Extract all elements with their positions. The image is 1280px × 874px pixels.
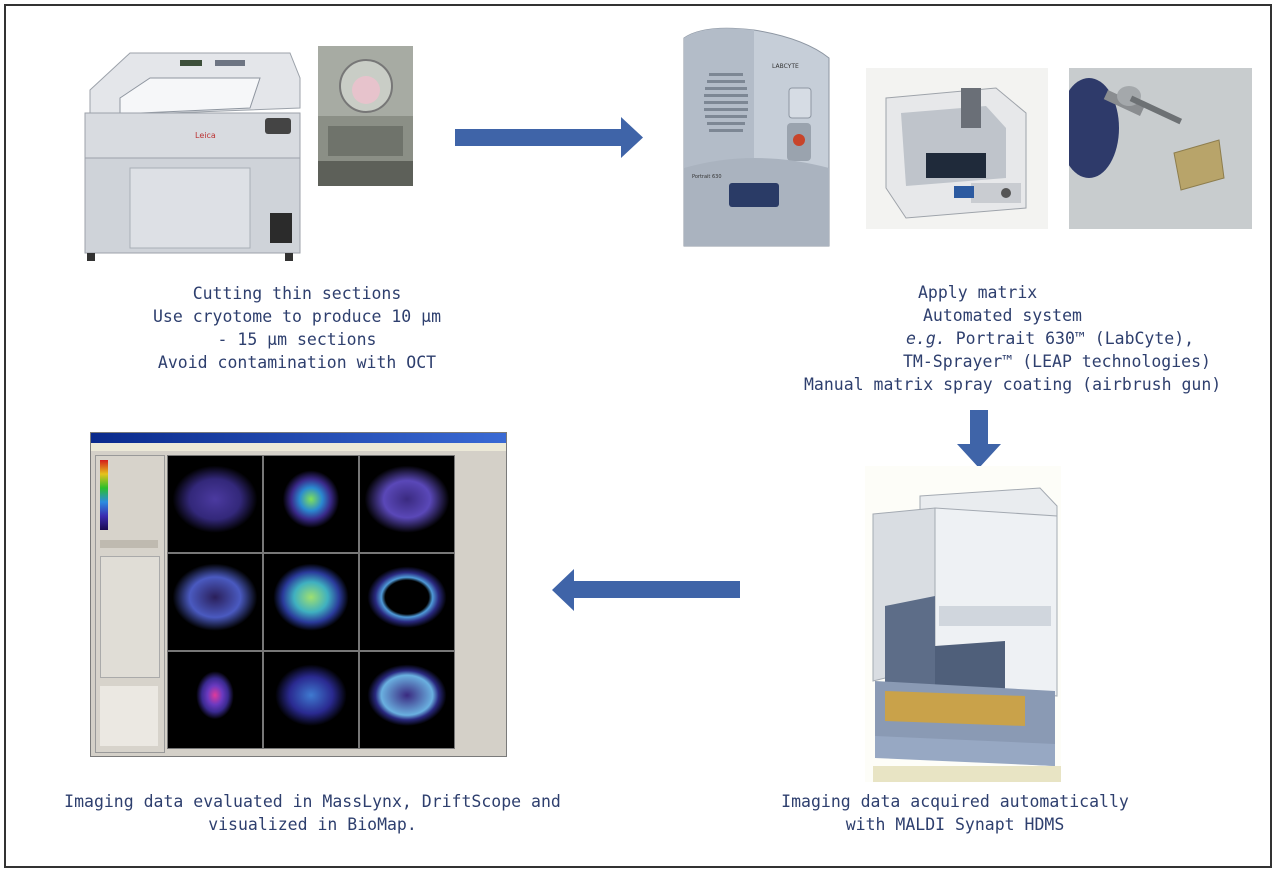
caption-acquire: Imaging data acquired automatically with… — [760, 790, 1150, 836]
caption-matrix: Apply matrix Automated system e.g. Portr… — [780, 281, 1250, 396]
cryotome-photo: Leica — [75, 38, 305, 262]
caption-matrix-line-4: TM-Sprayer™ (LEAP technologies) — [903, 352, 1211, 371]
caption-evaluate-line-2: visualized in BioMap. — [208, 815, 417, 834]
svg-text:Leica: Leica — [195, 131, 216, 140]
caption-cutting-line-3: - 15 µm sections — [217, 330, 377, 349]
tm-sprayer-photo — [866, 68, 1048, 229]
caption-matrix-line-3-text: Portrait 630™ (LabCyte), — [955, 329, 1195, 348]
caption-cutting: Cutting thin sections Use cryotome to pr… — [132, 282, 462, 374]
caption-cutting-line-1: Cutting thin sections — [192, 284, 402, 303]
caption-matrix-line-3: e.g. Portrait 630™ (LabCyte), — [780, 327, 1250, 350]
caption-cutting-line-2: Use cryotome to produce 10 µm — [152, 307, 442, 326]
portrait-model-label: Portrait 630 — [692, 174, 722, 180]
biomap-screenshot — [90, 432, 507, 757]
arrow-left — [552, 569, 740, 611]
caption-evaluate-line-1: Imaging data evaluated in MassLynx, Drif… — [64, 792, 561, 811]
caption-matrix-line-5: Manual matrix spray coating (airbrush gu… — [804, 375, 1222, 394]
caption-evaluate: Imaging data evaluated in MassLynx, Drif… — [40, 790, 585, 836]
eg-prefix: e.g. — [906, 329, 946, 348]
airbrush-photo — [1069, 68, 1252, 229]
caption-acquire-line-2: with MALDI Synapt HDMS — [845, 815, 1065, 834]
arrow-down — [957, 410, 1001, 468]
caption-cutting-line-4: Avoid contamination with OCT — [157, 353, 437, 372]
portrait-630-photo: LABCYTE Portrait 630 — [674, 18, 839, 256]
caption-matrix-line-2: Automated system — [923, 306, 1082, 325]
cryotome-chuck-photo — [318, 46, 413, 186]
portrait-brand-label: LABCYTE — [772, 63, 799, 70]
arrow-right — [455, 117, 643, 158]
caption-acquire-line-1: Imaging data acquired automatically — [781, 792, 1129, 811]
caption-matrix-line-1: Apply matrix — [918, 283, 1038, 302]
synapt-hdms-photo — [865, 466, 1061, 782]
